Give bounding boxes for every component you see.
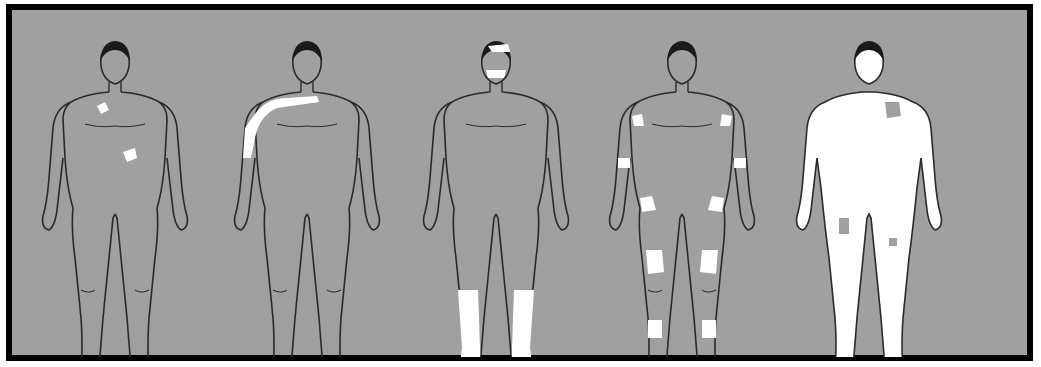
patch-abdomen <box>123 148 137 162</box>
patch-left-leg <box>458 290 480 357</box>
patch-left-elbow <box>618 158 630 168</box>
patch-right-leg <box>512 290 534 357</box>
residual-patch-shoulder <box>885 102 901 118</box>
patch-arm-shoulder <box>243 96 319 158</box>
figure-focal <box>43 41 188 357</box>
patch-chest <box>97 102 109 114</box>
figure-universal <box>797 41 942 357</box>
patch-right-shoulder <box>720 114 732 126</box>
patch-left-hip <box>640 196 656 212</box>
body-diagram <box>12 10 1029 357</box>
residual-patch-thigh <box>839 218 849 234</box>
figure-segmental <box>235 41 380 357</box>
patch-right-hip <box>708 196 724 212</box>
patch-left-knee <box>646 250 664 274</box>
patch-left-shoulder <box>632 114 644 126</box>
figure-generalized <box>610 41 755 357</box>
patch-right-elbow <box>734 158 746 168</box>
patch-mouth <box>486 70 506 78</box>
patch-right-ankle <box>702 320 716 338</box>
residual-patch-knee <box>889 238 897 246</box>
patch-left-ankle <box>648 320 662 338</box>
patch-right-knee <box>700 250 718 274</box>
figure-acrofacial <box>424 41 569 357</box>
